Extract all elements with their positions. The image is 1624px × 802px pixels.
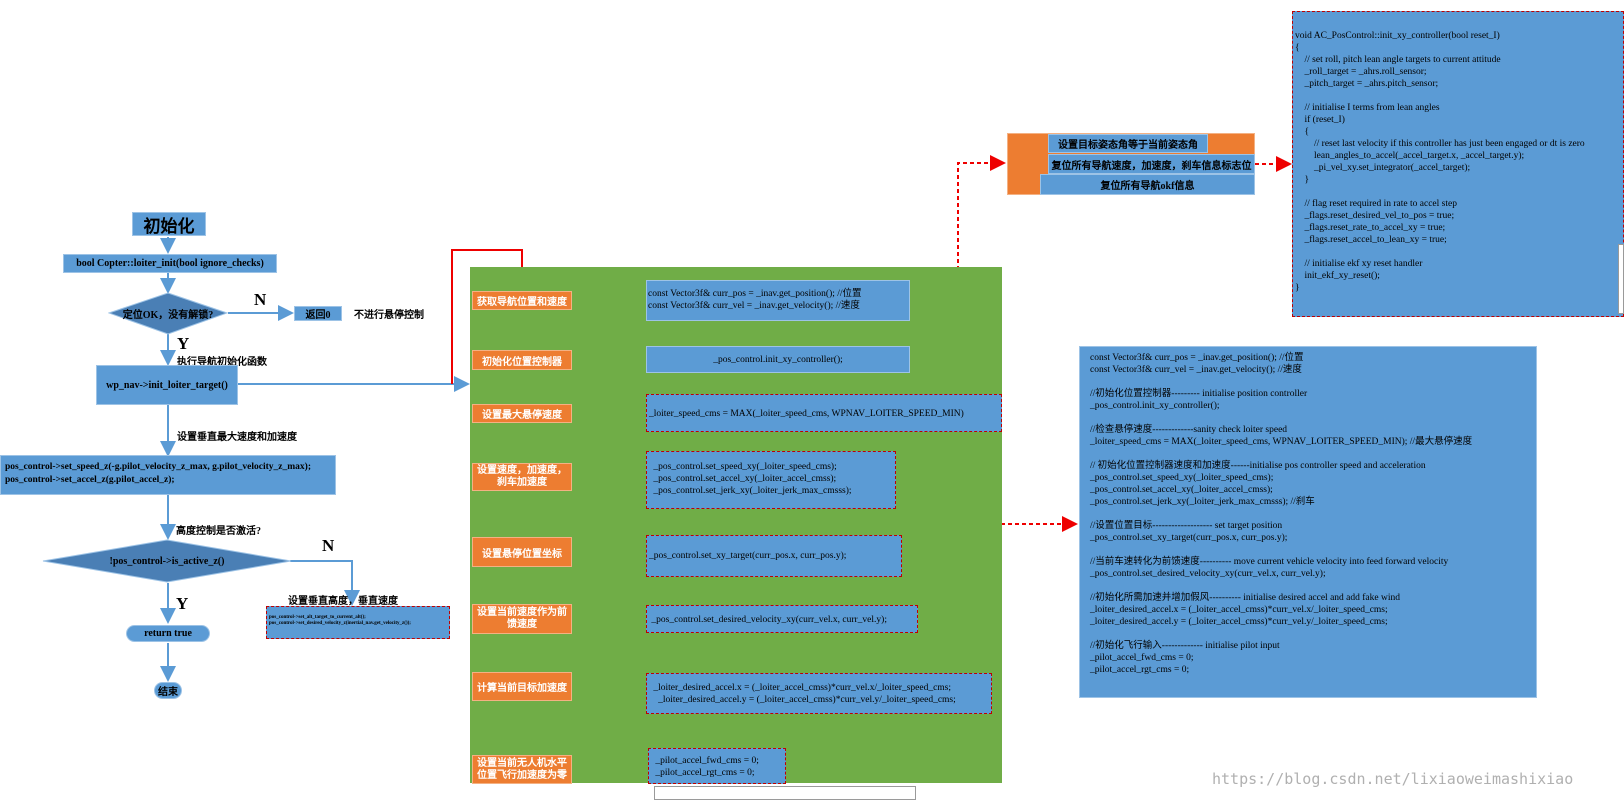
decision-pos-ok — [108, 292, 228, 335]
no-label-2: N — [322, 536, 335, 555]
step-zero-pilot-accel: 设置当前无人机水平 位置飞行加速度为零 — [472, 755, 572, 784]
code-calc-desired-accel: _loiter_desired_accel.x = (_loiter_accel… — [646, 673, 992, 714]
decision-active-z — [42, 539, 292, 583]
step-set-feedforward-vel: 设置当前速度作为前 馈速度 — [472, 604, 572, 634]
code-set-desired-velocity: _pos_control.set_desired_velocity_xy(cur… — [646, 605, 918, 633]
set-vert-height-text: 设置垂直高度，垂直速度 — [288, 596, 398, 607]
loiter-init-box: bool Copter::loiter_init(bool ignore_che… — [63, 254, 277, 273]
code-set-max-loiter-speed: _loiter_speed_cms = MAX(_loiter_speed_cm… — [646, 394, 1002, 432]
step-calc-target-accel: 计算当前目标加速度 — [472, 672, 572, 701]
exec-nav-init-text: 执行导航初始化函数 — [177, 357, 267, 368]
no-loiter-text: 不进行悬停控制 — [354, 310, 424, 321]
set-vert-max-text: 设置垂直最大速度和加速度 — [177, 432, 297, 443]
step-set-loiter-target: 设置悬停位置坐标 — [472, 537, 572, 567]
return-zero-box: 返回0 — [294, 306, 342, 321]
reset-box-line-3: 复位所有导航okf信息 — [1040, 174, 1255, 195]
reset-box-line-2: 复位所有导航速度，加速度，刹车信息标志位 — [1048, 154, 1255, 174]
loiter-init-summary-code: const Vector3f& curr_pos = _inav.get_pos… — [1079, 346, 1537, 698]
set-speed-z-box: pos_control->set_speed_z(-g.pilot_veloci… — [0, 455, 336, 495]
decision-active-z-label: !pos_control->is_active_z() — [109, 555, 225, 567]
code-get-nav-pos-vel: const Vector3f& curr_pos = _inav.get_pos… — [646, 280, 910, 321]
code-init-xy-controller: _pos_control.init_xy_controller(); — [646, 346, 910, 373]
watermark: https://blog.csdn.net/lixiaoweimashixiao — [1212, 770, 1574, 788]
step-get-nav-pos-vel: 获取导航位置和速度 — [472, 291, 572, 310]
no-label-1: N — [254, 290, 267, 309]
step-init-pos-controller: 初始化位置控制器 — [472, 350, 572, 370]
wp-nav-init-box: wp_nav->init_loiter_target() — [96, 365, 238, 405]
set-alt-code-box: pos_control->set_alt_target_to_current_a… — [266, 606, 450, 639]
yes-label-2: Y — [176, 594, 189, 613]
init-xy-controller-code: void AC_PosControl::init_xy_controller(b… — [1292, 11, 1624, 317]
step-set-max-loiter-speed: 设置最大悬停速度 — [472, 404, 572, 423]
return-true-node: return true — [126, 625, 210, 642]
yes-label-1: Y — [177, 334, 190, 353]
alt-active-question: 高度控制是否激活? — [176, 526, 261, 537]
code-set-speed-accel: _pos_control.set_speed_xy(_loiter_speed_… — [646, 451, 896, 509]
code-set-xy-target: _pos_control.set_xy_target(curr_pos.x, c… — [646, 535, 902, 577]
code-zero-pilot-accel: _pilot_accel_fwd_cms = 0; _pilot_accel_r… — [648, 748, 786, 784]
start-node: 初始化 — [132, 212, 206, 236]
reset-box-line-1: 设置目标姿态角等于当前姿态角 — [1048, 134, 1208, 153]
decision-pos-ok-label: 定位OK，没有解锁? — [122, 310, 214, 321]
horizontal-scrollbar[interactable] — [654, 786, 916, 800]
vertical-scrollbar-thumb[interactable] — [1618, 244, 1624, 314]
step-set-speed-accel: 设置速度，加速度， 刹车加速度 — [472, 463, 572, 491]
end-node: 结束 — [154, 682, 182, 699]
